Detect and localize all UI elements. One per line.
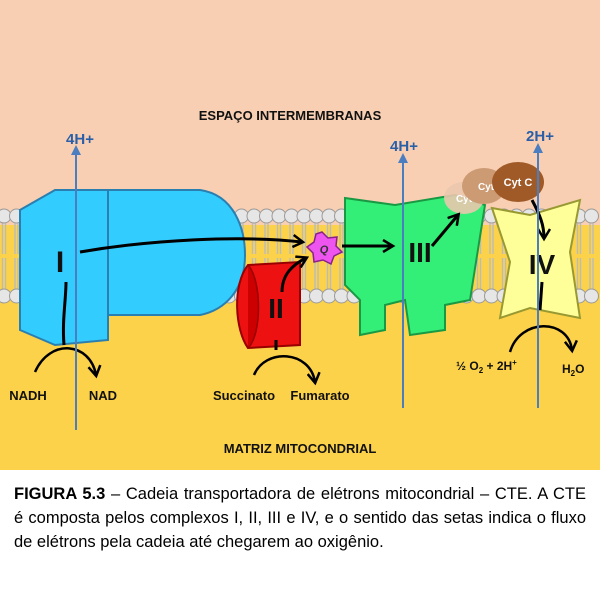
nadh-to-nad-arrow (33, 347, 96, 375)
proton-label-iv: 2H+ (526, 128, 554, 145)
cyt-c-label: Cyt C (504, 177, 533, 189)
o2-to-h2o-arrow (508, 325, 572, 352)
electron-arrow-ii-to-q (280, 258, 306, 293)
succinato-to-fumarato-arrow (252, 355, 315, 382)
cyt-c (492, 162, 544, 202)
complex-iii-label: III (408, 237, 431, 268)
proton-label-i: 4H+ (66, 131, 94, 148)
complex-iv (490, 198, 582, 320)
electron-arrow-i-down (61, 281, 68, 346)
complex-ii-label: II (268, 293, 284, 324)
succinato-label: Succinato (213, 388, 275, 403)
intermembrane-label: ESPAÇO INTERMEMBRANAS (199, 108, 382, 123)
oxygen-label: ½ O2 + 2H+ (456, 358, 517, 375)
fumarato-label: Fumarato (290, 388, 349, 403)
figure-caption-text: – Cadeia transportadora de elétrons mito… (14, 485, 587, 551)
figure-caption-label: FIGURA 5.3 (14, 485, 106, 503)
complex-iv-label: IV (529, 249, 556, 280)
ubiquinone-q (305, 231, 344, 266)
cyt-c-faded-2-label: Cyt (478, 182, 495, 193)
ubiquinone-q-label: Q (320, 244, 329, 256)
complex-i-label: I (56, 246, 64, 279)
electron-arrow-iii-to-cyt (430, 215, 458, 247)
proton-label-iii: 4H+ (390, 138, 418, 155)
nadh-label: NADH (9, 388, 47, 403)
figure-caption: FIGURA 5.3 – Cadeia transportadora de el… (14, 482, 586, 554)
electron-arrow-cyt-to-iv (530, 199, 544, 238)
electron-arrow-iv-down (538, 281, 544, 311)
electron-arrow-i-to-q (79, 239, 302, 254)
water-label: H2O (562, 362, 584, 378)
cyt-c-faded-1-label: Cyt (456, 194, 473, 205)
etc-diagram: ESPAÇO INTERMEMBRANAS MATRIZ MITOCONDRIA… (0, 0, 600, 470)
nad-label: NAD (89, 388, 117, 403)
matrix-label: MATRIZ MITOCONDRIAL (224, 441, 377, 456)
